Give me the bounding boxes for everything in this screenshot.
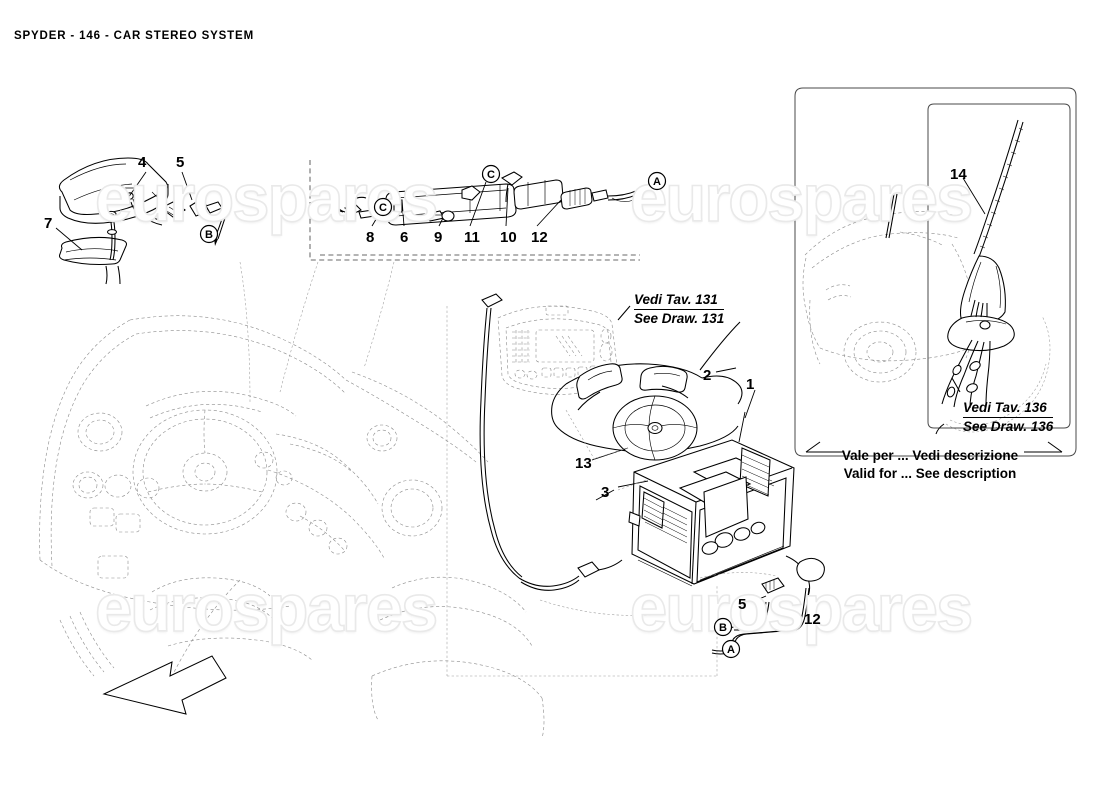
svg-text:A: A [727, 644, 735, 656]
svg-text:C: C [379, 202, 387, 214]
callout-12: 12 [531, 229, 548, 246]
marker-a-icon: A [647, 171, 667, 191]
reference-136-italian: Vedi Tav. 136 [963, 400, 1054, 418]
svg-text:B: B [719, 622, 727, 634]
reference-131-english: See Draw. 131 [634, 310, 725, 326]
callout-1: 1 [746, 376, 755, 393]
callout-2: 2 [703, 367, 712, 384]
marker-b-icon: B [199, 224, 219, 244]
callout-8: 8 [366, 229, 375, 246]
svg-text:C: C [487, 169, 495, 181]
callout-5: 5 [176, 154, 185, 171]
callout-7: 7 [44, 215, 53, 232]
watermark: eurospares [94, 570, 439, 647]
validity-note-italian: Vale per ... Vedi descrizione [841, 448, 1019, 463]
marker-c-icon: C [373, 197, 393, 217]
callout-5b: 5 [738, 596, 747, 613]
callout-11: 11 [464, 229, 480, 246]
callout-3: 3 [601, 484, 610, 501]
marker-a-icon: A [721, 639, 741, 659]
reference-136: Vedi Tav. 136 See Draw. 136 [963, 400, 1054, 435]
svg-text:A: A [653, 176, 661, 188]
page-title: SPYDER - 146 - CAR STEREO SYSTEM [14, 30, 254, 42]
watermark: eurospares [629, 160, 974, 237]
validity-note: Vale per ... Vedi descrizione Valid for … [842, 447, 1018, 482]
marker-c-icon: C [481, 164, 501, 184]
callout-12b: 12 [804, 611, 821, 628]
reference-131-italian: Vedi Tav. 131 [634, 292, 725, 310]
callout-14: 14 [950, 166, 967, 183]
svg-text:B: B [205, 229, 213, 241]
marker-b-icon: B [713, 617, 733, 637]
reference-131: Vedi Tav. 131 See Draw. 131 [634, 292, 725, 327]
callout-13: 13 [575, 455, 592, 472]
callout-10: 10 [500, 229, 517, 246]
watermark: eurospares [629, 570, 974, 647]
reference-136-english: See Draw. 136 [963, 418, 1054, 434]
callout-4: 4 [138, 154, 147, 171]
validity-note-english: Valid for ... See description [843, 465, 1017, 481]
callout-6: 6 [400, 229, 409, 246]
callout-9: 9 [434, 229, 443, 246]
